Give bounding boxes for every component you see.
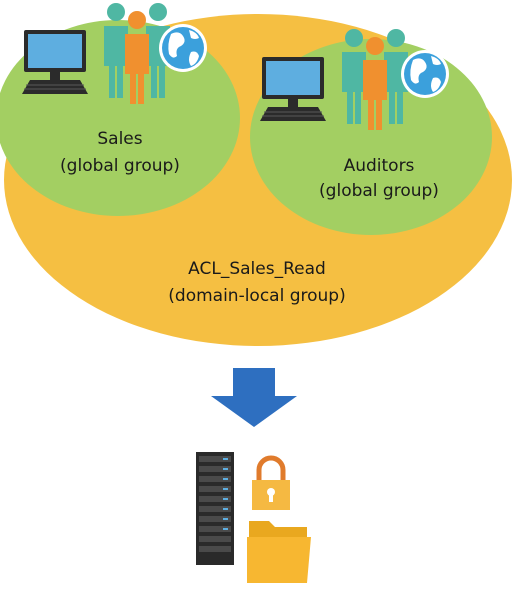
padlock-icon [252,455,290,510]
folder-icon [247,521,311,583]
sales-group-type: (global group) [60,156,180,176]
people-group-icon [342,29,408,130]
server-rack-icon [196,452,234,565]
down-arrow-icon [211,368,297,427]
computer-icon [260,57,326,121]
globe-icon [159,24,207,72]
domain-local-group-name: ACL_Sales_Read [188,259,326,279]
domain-local-group-type: (domain-local group) [168,286,345,306]
globe-icon [401,50,449,98]
people-group-icon [104,3,170,104]
computer-icon [22,30,88,94]
auditors-group-name: Auditors [344,156,415,176]
auditors-group-type: (global group) [319,181,439,201]
sales-group-name: Sales [97,129,142,149]
